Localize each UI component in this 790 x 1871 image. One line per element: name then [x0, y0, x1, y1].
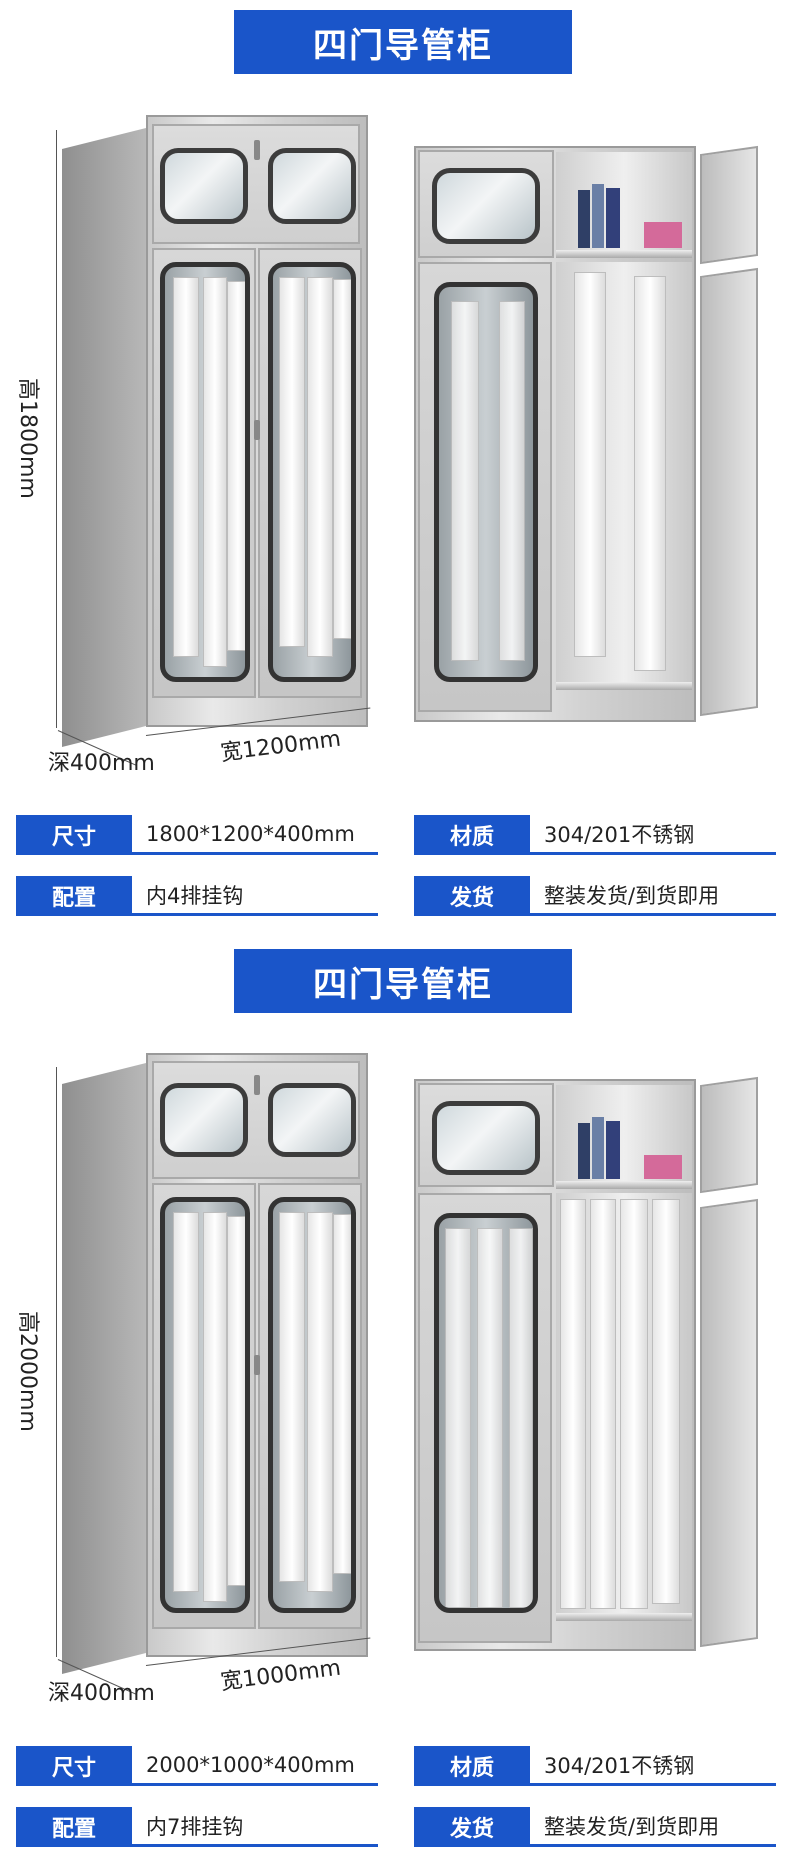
- depth-dimension-label: 深400mm: [48, 1681, 155, 1706]
- spec-label-material: 材质: [414, 1746, 530, 1786]
- spec-value-size: 1800*1200*400mm: [132, 815, 378, 855]
- spec-value-material: 304/201不锈钢: [530, 1746, 776, 1786]
- height-dimension-line: [56, 130, 57, 728]
- spec-value-size: 2000*1000*400mm: [132, 1746, 378, 1786]
- spec-label-shipping: 发货: [414, 876, 530, 916]
- product-section-1: 四门导管柜 高1800mm 深400mm 宽1200mm: [0, 0, 790, 935]
- spec-value-shipping: 整装发货/到货即用: [530, 876, 776, 916]
- depth-dimension-label: 深400mm: [48, 751, 155, 776]
- height-dimension-line: [56, 1067, 57, 1657]
- section-title: 四门导管柜: [234, 10, 572, 74]
- width-dimension-label: 宽1200mm: [219, 726, 343, 767]
- spec-value-config: 内4排挂钩: [132, 876, 378, 916]
- spec-label-shipping: 发货: [414, 1807, 530, 1847]
- section-title: 四门导管柜: [234, 949, 572, 1013]
- product-section-2: 四门导管柜 高2000mm 深400mm 宽1000mm: [0, 935, 790, 1871]
- spec-value-config: 内7排挂钩: [132, 1807, 378, 1847]
- spec-label-config: 配置: [16, 876, 132, 916]
- spec-label-material: 材质: [414, 815, 530, 855]
- spec-value-shipping: 整装发货/到货即用: [530, 1807, 776, 1847]
- height-dimension-label: 高1800mm: [15, 378, 40, 499]
- spec-label-size: 尺寸: [16, 1746, 132, 1786]
- height-dimension-label: 高2000mm: [15, 1311, 40, 1432]
- spec-label-size: 尺寸: [16, 815, 132, 855]
- spec-value-material: 304/201不锈钢: [530, 815, 776, 855]
- spec-label-config: 配置: [16, 1807, 132, 1847]
